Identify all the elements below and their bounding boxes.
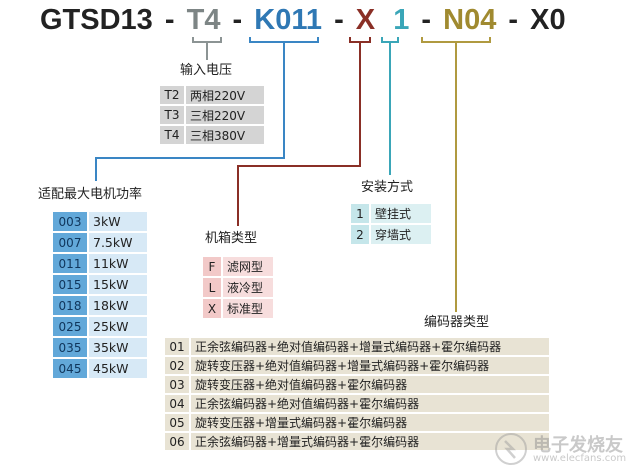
model-power-code: K011 <box>254 4 322 36</box>
voltage-value: 三相220V <box>186 106 264 124</box>
install-code: 1 <box>351 204 369 223</box>
model-base: GTSD13 <box>40 4 153 36</box>
model-code: GTSD13 - T4 - K011 - X 1 - N04 - X0 <box>40 2 566 38</box>
voltage-code: T4 <box>160 126 184 144</box>
encoder-code: 01 <box>165 338 189 355</box>
separator: - <box>421 4 432 36</box>
voltage-value: 三相380V <box>186 126 264 144</box>
voltage-bracket-line <box>192 37 222 60</box>
install-value: 壁挂式 <box>371 204 431 223</box>
elecfans-logo-icon <box>495 433 527 465</box>
power-value: 25kW <box>89 317 147 336</box>
watermark-url: www.elecfans.com <box>533 453 627 464</box>
power-value: 18kW <box>89 296 147 315</box>
install-title: 安装方式 <box>361 180 414 195</box>
encoder-code: 02 <box>165 357 189 374</box>
voltage-value: 两相220V <box>186 86 264 104</box>
power-code: 045 <box>53 359 87 378</box>
encoder-value: 正余弦编码器+绝对值编码器+增量式编码器+霍尔编码器 <box>191 338 549 355</box>
power-title: 适配最大电机功率 <box>38 187 143 202</box>
power-code: 011 <box>53 254 87 273</box>
power-code: 007 <box>53 233 87 252</box>
install-code: 2 <box>351 225 369 244</box>
separator: - <box>508 4 519 36</box>
model-install-code: 1 <box>393 4 410 36</box>
voltage-code: T2 <box>160 86 184 104</box>
power-value: 35kW <box>89 338 147 357</box>
encoder-value: 正余弦编码器+绝对值编码器+霍尔编码器 <box>191 395 549 412</box>
power-code: 025 <box>53 317 87 336</box>
chassis-code: F <box>203 257 221 276</box>
install-value: 穿墙式 <box>371 225 431 244</box>
chassis-value: 液冷型 <box>223 278 273 297</box>
power-value: 7.5kW <box>89 233 147 252</box>
separator: - <box>164 4 175 36</box>
encoder-value: 旋转变压器+绝对值编码器+增量式编码器+霍尔编码器 <box>191 357 549 374</box>
encoder-value: 正余弦编码器+增量式编码器+霍尔编码器 <box>191 433 549 450</box>
voltage-title: 输入电压 <box>180 63 233 78</box>
chassis-bracket-line <box>237 37 371 226</box>
encoder-code: 06 <box>165 433 189 450</box>
chassis-code: X <box>203 299 221 318</box>
model-chassis-code: X <box>355 4 376 36</box>
encoder-value: 旋转变压器+绝对值编码器+霍尔编码器 <box>191 376 549 393</box>
power-value: 3kW <box>89 212 147 231</box>
model-voltage-code: T4 <box>186 4 221 36</box>
encoder-code: 04 <box>165 395 189 412</box>
power-value: 15kW <box>89 275 147 294</box>
model-suffix-code: X0 <box>530 4 566 36</box>
power-code: 035 <box>53 338 87 357</box>
model-encoder-code: N04 <box>443 4 497 36</box>
encoder-code: 03 <box>165 376 189 393</box>
encoder-title: 编码器类型 <box>424 315 490 330</box>
separator: - <box>232 4 243 36</box>
watermark-text: 电子发烧友 <box>533 435 623 456</box>
encoder-value: 旋转变压器+增量式编码器+霍尔编码器 <box>191 414 549 431</box>
separator: - <box>334 4 344 36</box>
power-code: 018 <box>53 296 87 315</box>
voltage-code: T3 <box>160 106 184 124</box>
install-bracket-line <box>381 37 399 175</box>
power-value: 45kW <box>89 359 147 378</box>
power-value: 11kW <box>89 254 147 273</box>
chassis-value: 滤网型 <box>223 257 273 276</box>
power-code: 003 <box>53 212 87 231</box>
chassis-value: 标准型 <box>223 299 273 318</box>
encoder-code: 05 <box>165 414 189 431</box>
chassis-code: L <box>203 278 221 297</box>
power-code: 015 <box>53 275 87 294</box>
chassis-title: 机箱类型 <box>205 231 258 246</box>
watermark: 电子发烧友 www.elecfans.com <box>493 431 633 467</box>
power-bracket-line <box>95 37 319 181</box>
encoder-bracket-line <box>421 37 491 312</box>
